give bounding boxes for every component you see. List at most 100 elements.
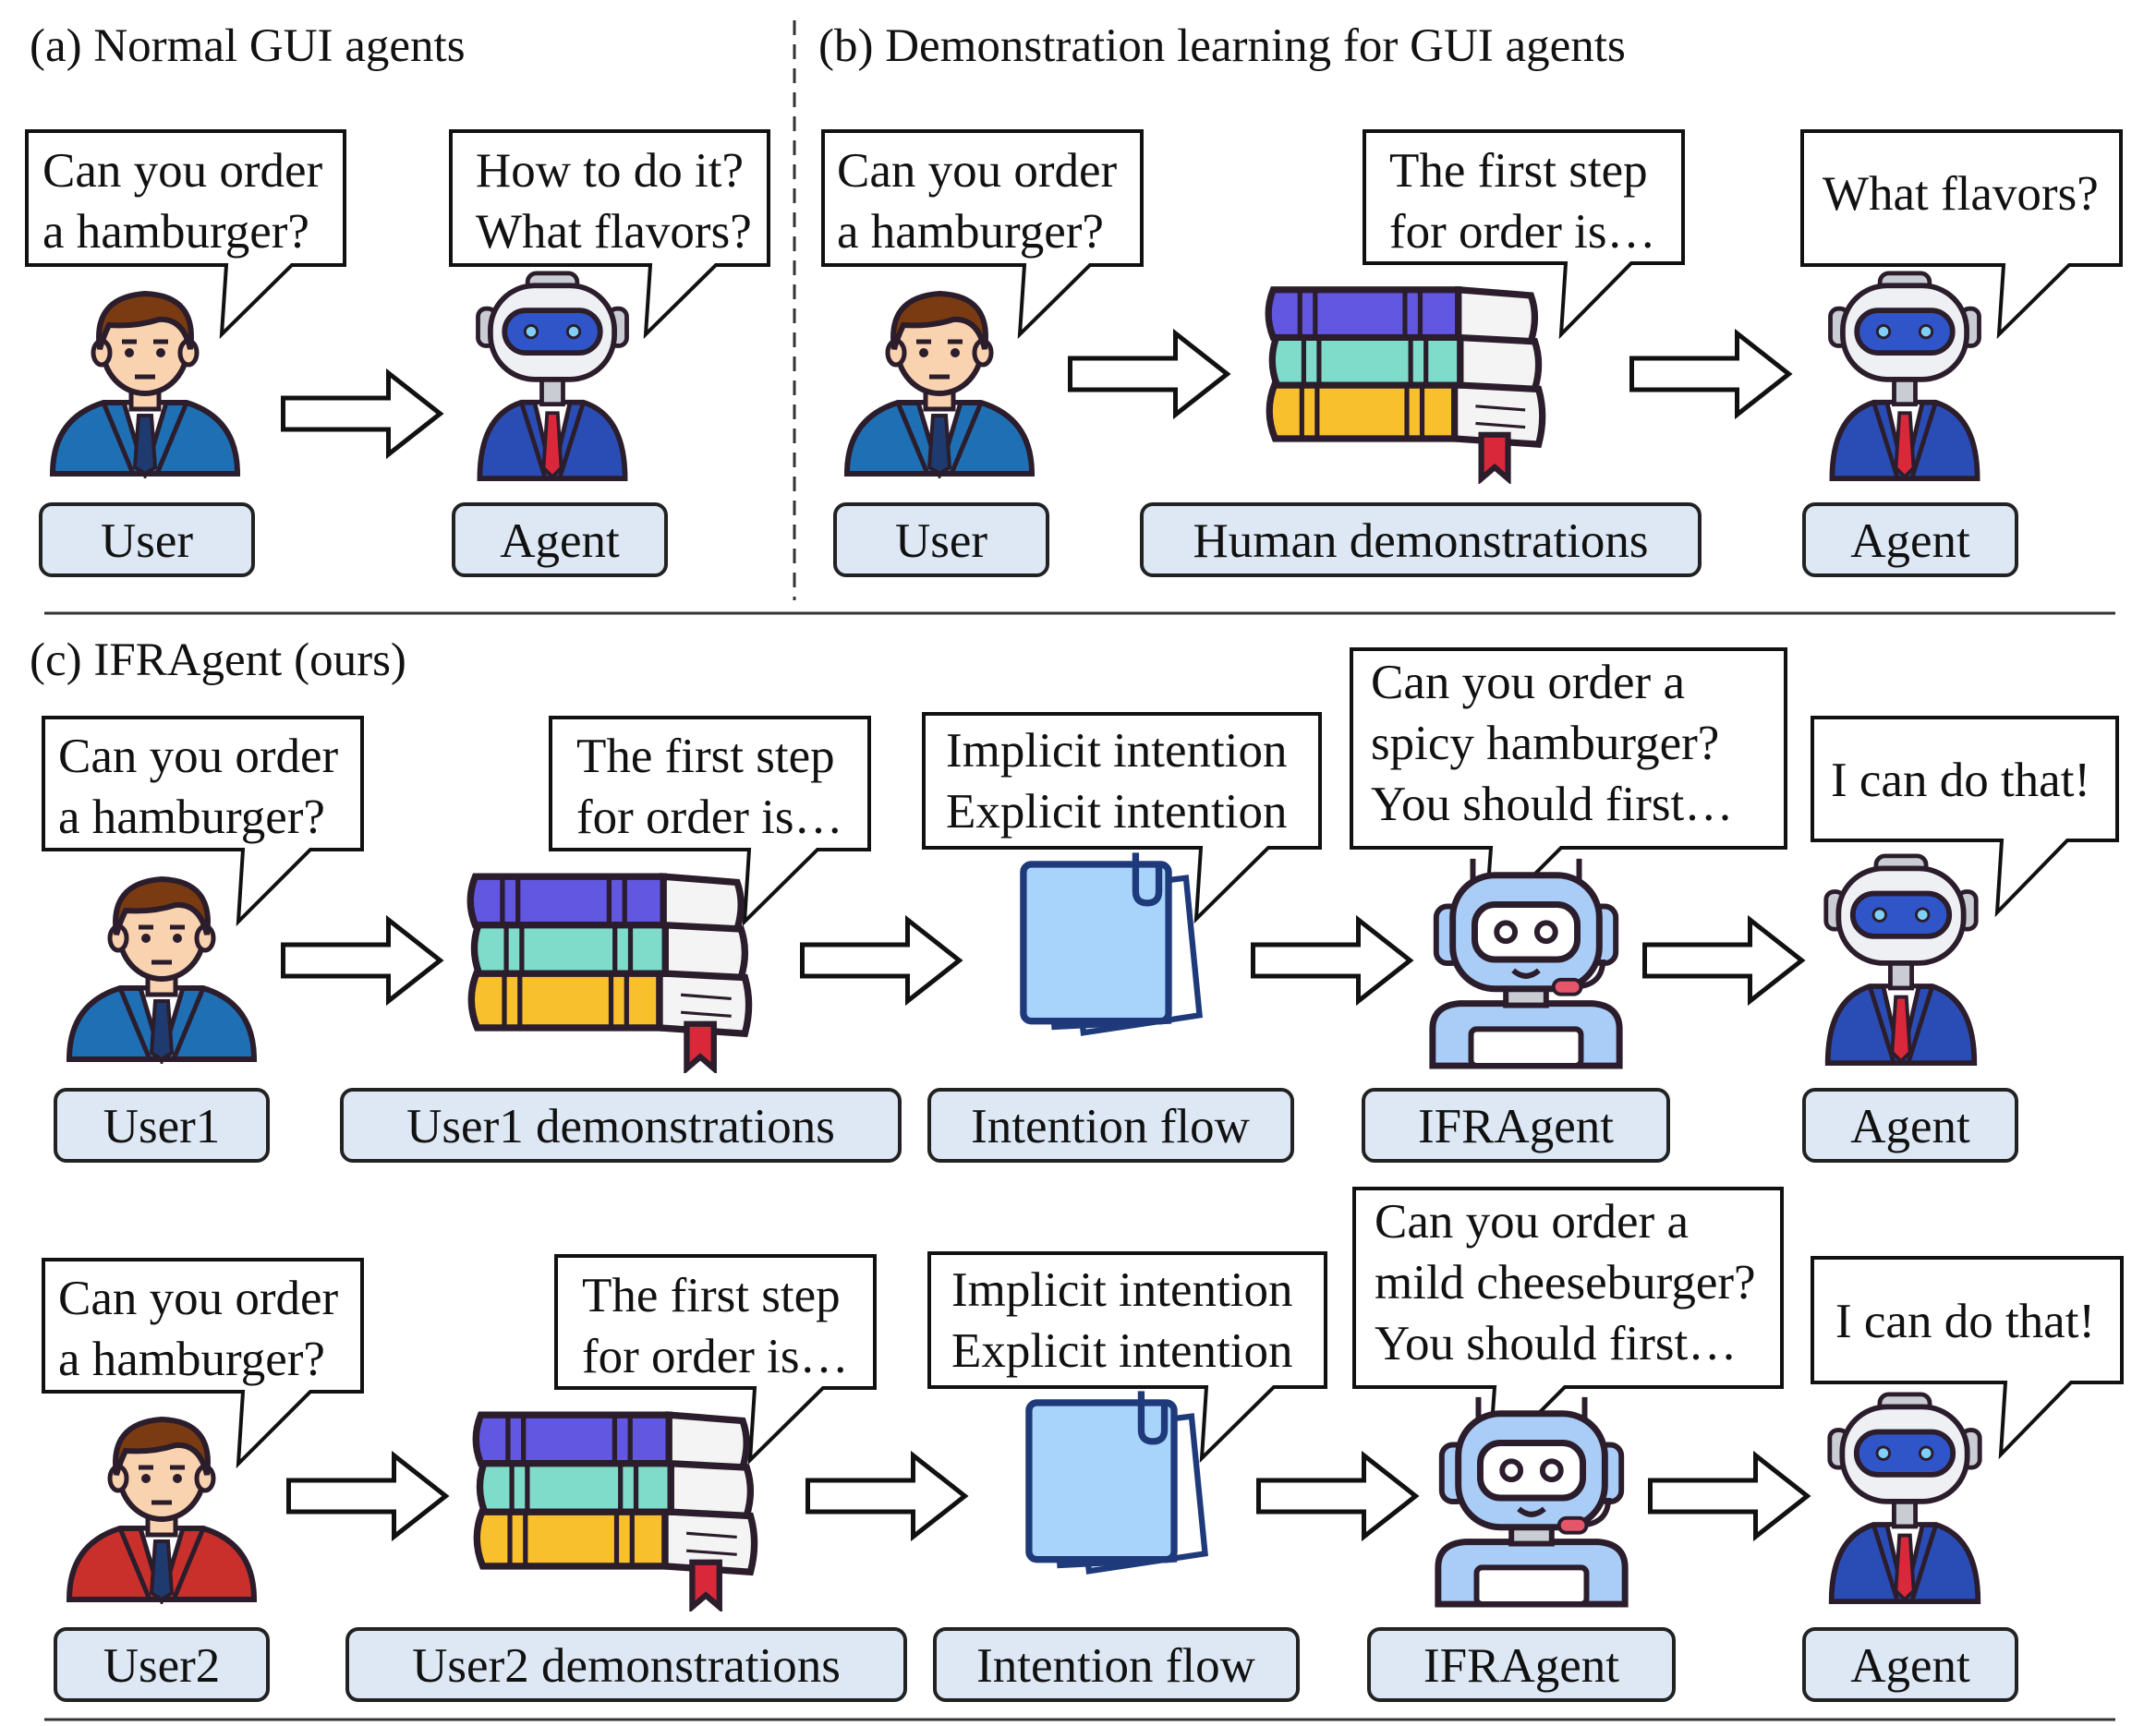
label-c1-demo: User1 demonstrations	[340, 1088, 902, 1163]
speech-bubble-c2-flow: Implicit intention Explicit intention	[927, 1251, 1327, 1464]
label-text: Human demonstrations	[1193, 514, 1648, 568]
label-text: Agent	[1850, 514, 1970, 568]
speech-bubble-c1-demo: The first step for order is…	[549, 716, 871, 927]
bubble-line: for order is…	[582, 1330, 848, 1383]
label-text: IFRAgent	[1423, 1639, 1619, 1693]
speech-bubble-a-agent: How to do it? What flavors?	[449, 129, 770, 340]
bubble-line: What flavors?	[476, 205, 752, 259]
label-text: User2 demonstrations	[412, 1639, 841, 1693]
flow-arrow	[808, 1455, 965, 1537]
label-text: IFRAgent	[1418, 1100, 1614, 1153]
bubble-line: a hamburger?	[42, 205, 309, 259]
robot-agent-icon	[478, 273, 627, 478]
bubble-line: You should first…	[1375, 1317, 1737, 1370]
bubble-line: Can you order	[58, 1272, 339, 1325]
label-text: Agent	[1850, 1100, 1970, 1153]
label-text: User1	[103, 1100, 221, 1153]
label-c2-flow: Intention flow	[933, 1627, 1300, 1702]
label-text: User	[101, 514, 193, 568]
bubble-line: The first step	[1389, 144, 1648, 198]
label-text: Agent	[500, 514, 620, 568]
label-text: Intention flow	[976, 1639, 1255, 1693]
robot-agent-icon	[1831, 273, 1980, 478]
bubble-line: The first step	[576, 730, 835, 783]
bubble-line: spicy hamburger?	[1371, 717, 1719, 770]
bubble-line: for order is…	[576, 791, 842, 844]
businessman-icon	[847, 294, 1032, 474]
label-text: User2	[103, 1639, 221, 1693]
label-c2-user: User2	[54, 1627, 270, 1702]
flow-arrow	[284, 373, 441, 454]
businessman-icon	[53, 294, 237, 474]
bubble-line: a hamburger?	[58, 1333, 325, 1386]
label-c1-flow: Intention flow	[927, 1088, 1294, 1163]
flow-arrow	[803, 920, 960, 1001]
flow-arrow	[1645, 920, 1802, 1001]
flow-arrow	[1254, 920, 1411, 1001]
speech-bubble-c2-agent: I can do that!	[1811, 1256, 2124, 1460]
label-text: User	[895, 514, 987, 568]
label-text: Agent	[1850, 1639, 1970, 1693]
bubble-line: The first step	[582, 1269, 841, 1322]
bubble-line: Can you order	[837, 144, 1118, 198]
label-c2-ifr: IFRAgent	[1367, 1627, 1676, 1702]
books-icon	[476, 1415, 754, 1607]
bubble-line: for order is…	[1389, 205, 1655, 259]
businessman-icon	[69, 879, 254, 1059]
clipped-notes-icon	[1023, 852, 1200, 1032]
bubble-line: Can you order a	[1371, 656, 1685, 709]
headset-robot-icon	[1438, 1397, 1625, 1604]
speech-bubble-c1-ifr: Can you order a spicy hamburger? You sho…	[1350, 647, 1787, 929]
flow-arrow	[1259, 1455, 1416, 1537]
bubble-line: What flavors?	[1823, 167, 2099, 221]
bubble-line: Implicit intention	[946, 724, 1287, 778]
headset-robot-icon	[1433, 859, 1619, 1066]
bubble-line: Implicit intention	[951, 1263, 1292, 1317]
bubble-line: I can do that!	[1831, 754, 2090, 807]
speech-bubble-b-user: Can you order a hamburger?	[821, 129, 1144, 340]
speech-bubble-c2-user: Can you order a hamburger?	[42, 1258, 364, 1469]
label-a-user: User	[39, 502, 255, 577]
bubble-line: How to do it?	[476, 144, 744, 198]
speech-bubble-c2-ifr: Can you order a mild cheeseburger? You s…	[1352, 1187, 1784, 1468]
label-b-user: User	[833, 502, 1049, 577]
label-b-agent: Agent	[1802, 502, 2018, 577]
label-b-demo: Human demonstrations	[1140, 502, 1702, 577]
speech-bubble-c2-demo: The first step for order is…	[554, 1254, 877, 1466]
label-c2-agent: Agent	[1802, 1627, 2018, 1702]
section-c-title: (c) IFRAgent (ours)	[30, 634, 406, 686]
speech-bubble-b-agent: What flavors?	[1800, 129, 2123, 340]
speech-bubble-b-demo: The first step for order is…	[1363, 129, 1685, 340]
label-text: User1 demonstrations	[406, 1100, 835, 1153]
books-icon	[1268, 290, 1543, 479]
robot-agent-icon	[1826, 856, 1976, 1063]
clipped-notes-icon	[1029, 1391, 1205, 1571]
label-a-agent: Agent	[452, 502, 668, 577]
speech-bubble-c1-flow: Implicit intention Explicit intention	[922, 712, 1322, 924]
label-text: Intention flow	[971, 1100, 1250, 1153]
bubble-line: a hamburger?	[837, 205, 1104, 259]
flow-arrow	[1071, 333, 1228, 415]
speech-bubble-c1-user: Can you order a hamburger?	[42, 716, 364, 927]
bubble-line: Can you order a	[1375, 1195, 1689, 1249]
bubble-line: mild cheeseburger?	[1375, 1256, 1756, 1310]
bubble-line: You should first…	[1371, 778, 1733, 831]
bubble-line: a hamburger?	[58, 791, 325, 844]
speech-bubble-a-user: Can you order a hamburger?	[25, 129, 346, 340]
bubble-line: Explicit intention	[951, 1324, 1292, 1378]
books-icon	[470, 876, 748, 1068]
label-c1-ifr: IFRAgent	[1362, 1088, 1670, 1163]
flow-arrow	[1632, 333, 1789, 415]
label-c2-demo: User2 demonstrations	[345, 1627, 907, 1702]
bubble-line: Can you order	[58, 730, 339, 783]
label-c1-user: User1	[54, 1088, 270, 1163]
flow-arrow	[289, 1455, 446, 1537]
robot-agent-icon	[1830, 1394, 1980, 1601]
flow-arrow	[1651, 1455, 1808, 1537]
label-c1-agent: Agent	[1802, 1088, 2018, 1163]
flow-arrow	[284, 920, 441, 1001]
bubble-line: I can do that!	[1835, 1295, 2095, 1348]
section-a-title: (a) Normal GUI agents	[30, 20, 466, 72]
speech-bubble-c1-agent: I can do that!	[1811, 716, 2119, 918]
